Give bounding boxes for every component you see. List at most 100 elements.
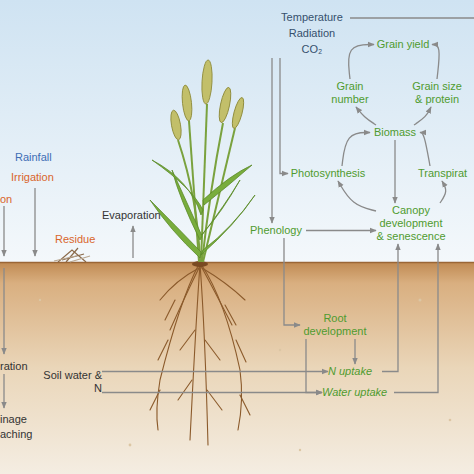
- ears: [169, 60, 246, 141]
- soil-speck: [449, 419, 452, 422]
- flow-arrow: [338, 181, 376, 211]
- root: [205, 340, 220, 360]
- flow-label: Grain yield: [374, 37, 432, 52]
- soil: [0, 262, 474, 474]
- flow-label: Phenology: [246, 223, 306, 238]
- roots: [150, 264, 250, 445]
- flow-arrow: [394, 140, 395, 203]
- flow-label: Transpirat: [418, 166, 474, 181]
- soil-specks: [39, 299, 452, 452]
- wheat-ear: [230, 97, 246, 130]
- root: [165, 300, 175, 320]
- flow-arrow: [440, 181, 446, 203]
- soil-speck: [279, 349, 281, 351]
- annotation-label: on: [0, 193, 12, 206]
- soil-flux-arrow: [3, 268, 4, 354]
- flow-arrow: [414, 107, 431, 125]
- soil-speck: [299, 449, 301, 451]
- node-text: Temperature: [262, 9, 362, 25]
- leaves: [150, 160, 255, 258]
- flow-arrow: [102, 371, 328, 372]
- residue-pile: [54, 248, 90, 262]
- wheat-ear: [201, 60, 213, 104]
- root: [157, 264, 199, 430]
- node-text: Biomass: [370, 126, 420, 139]
- flow-arrow: [271, 58, 272, 223]
- annotation-label: Rainfall: [15, 151, 52, 164]
- root: [201, 266, 232, 325]
- leaf: [152, 160, 203, 215]
- node-text: Grain number: [325, 80, 375, 106]
- node-text: CO₂: [262, 41, 362, 57]
- annotation-label: Irrigation: [11, 171, 54, 184]
- flow-arrow: [356, 107, 376, 125]
- flow-arrow: [394, 244, 438, 393]
- flow-arrow: [382, 244, 398, 372]
- straw: [54, 256, 76, 261]
- node-text: Grain size & protein: [411, 80, 463, 106]
- root: [150, 390, 160, 410]
- wheat-ear: [181, 85, 194, 122]
- leaf: [203, 165, 252, 205]
- flow-arrow: [306, 339, 322, 393]
- flow-arrow: [284, 238, 300, 325]
- flow-arrow: [306, 230, 376, 231]
- root: [158, 340, 168, 360]
- wheat-ear: [217, 86, 233, 123]
- drainage-arrow: [3, 374, 4, 408]
- flow-label: Water uptake: [322, 385, 394, 400]
- flow-arrow: [342, 133, 370, 167]
- node-text: Root development: [300, 312, 370, 338]
- node-text: Radiation: [262, 25, 362, 41]
- flow-label: Grain size & protein: [411, 79, 463, 107]
- node-text: Phenology: [246, 224, 306, 237]
- flow-label: Photosynthesis: [288, 166, 368, 181]
- node-text: Transpirat: [418, 167, 474, 180]
- root: [190, 264, 200, 440]
- root: [178, 380, 192, 400]
- input-arrow: [3, 206, 4, 256]
- node-text: Water uptake: [322, 386, 394, 399]
- annotation-label: inage: [0, 413, 27, 426]
- evaporation-arrow: [132, 226, 133, 258]
- annotation-label: ration: [0, 360, 28, 373]
- root: [200, 264, 208, 445]
- annotation-label: aching: [0, 428, 32, 441]
- flow-arrow: [102, 392, 322, 393]
- root: [240, 395, 250, 415]
- leaf: [150, 200, 201, 258]
- root: [160, 268, 199, 300]
- flow-arrow: [420, 133, 430, 167]
- flow-label: Canopy development & senescence: [376, 203, 446, 244]
- wheat-ear: [169, 109, 183, 140]
- annotation-label: Evaporation: [102, 209, 161, 222]
- node-text: Canopy development & senescence: [376, 204, 446, 243]
- flow-arrow: [280, 58, 288, 174]
- flow-label: TemperatureRadiationCO₂: [262, 8, 362, 58]
- soil-speck: [39, 299, 41, 301]
- rain-arrow: [34, 188, 35, 256]
- root: [236, 340, 246, 362]
- soil-speck: [109, 329, 112, 332]
- straw: [58, 250, 86, 262]
- soil-speck: [419, 299, 422, 302]
- flux-arrows: [4, 18, 474, 408]
- node-text: Grain yield: [374, 38, 432, 51]
- flow-label: Biomass: [370, 125, 420, 140]
- soil-speck: [129, 444, 132, 447]
- root: [202, 268, 245, 300]
- flow-label: N uptake: [328, 364, 382, 379]
- flow-label: Root development: [300, 311, 370, 339]
- connectors: [102, 45, 446, 393]
- node-text: Soil water & N: [40, 369, 102, 395]
- flow-label: Grain number: [325, 79, 375, 107]
- flow-arrow: [349, 45, 374, 80]
- annotation-label: Residue: [55, 233, 95, 246]
- flow-arrow: [432, 45, 439, 80]
- root: [201, 264, 242, 430]
- root: [225, 305, 236, 325]
- node-text: N uptake: [328, 365, 382, 378]
- node-text: Photosynthesis: [288, 167, 368, 180]
